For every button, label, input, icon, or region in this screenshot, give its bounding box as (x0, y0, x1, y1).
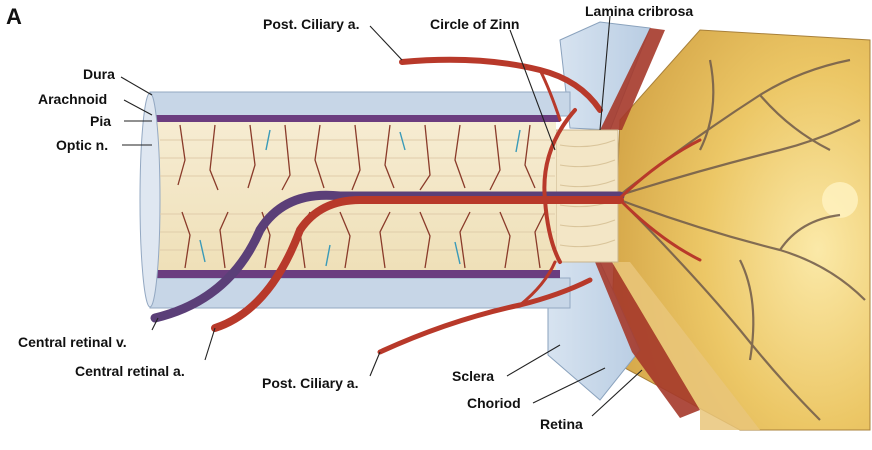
dura-top (150, 92, 570, 116)
eyeball-section (548, 22, 870, 430)
label-post-ciliary-artery-top: Post. Ciliary a. (263, 17, 359, 31)
nerve-end (140, 93, 160, 307)
label-post-ciliary-artery-bottom: Post. Ciliary a. (262, 376, 358, 390)
label-pia: Pia (90, 114, 111, 128)
label-central-retinal-artery: Central retinal a. (75, 364, 185, 378)
label-arachnoid: Arachnoid (38, 92, 107, 106)
pia-top (150, 115, 560, 122)
label-dura: Dura (83, 67, 115, 81)
label-lamina-cribrosa: Lamina cribrosa (585, 4, 693, 18)
panel-letter: A (6, 6, 22, 28)
label-retina: Retina (540, 417, 583, 431)
label-optic-nerve: Optic n. (56, 138, 108, 152)
label-sclera: Sclera (452, 369, 494, 383)
label-choroid: Choriod (467, 396, 521, 410)
label-central-retinal-vein: Central retinal v. (18, 335, 127, 349)
optic-disc (822, 182, 858, 218)
label-circle-of-zinn: Circle of Zinn (430, 17, 519, 31)
pia-bottom (150, 270, 560, 278)
